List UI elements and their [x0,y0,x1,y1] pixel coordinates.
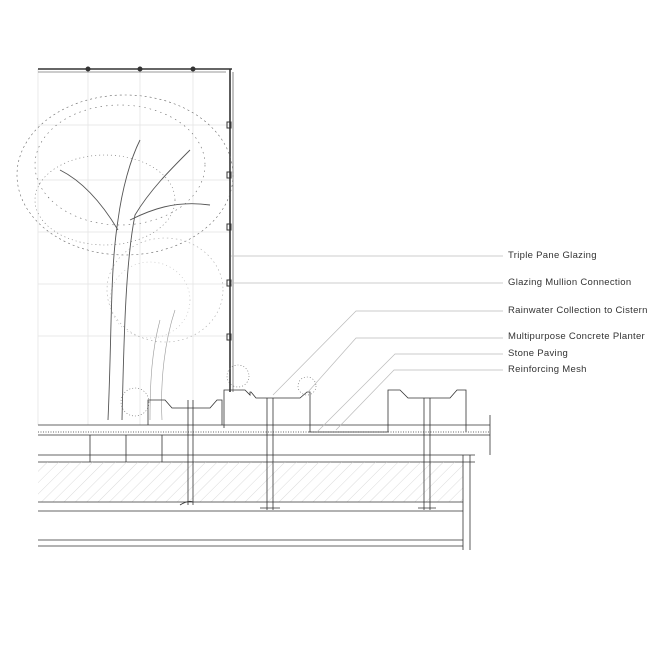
glazing-frame [38,66,234,392]
label-reinforcing-mesh: Reinforcing Mesh [508,364,587,375]
label-glazing-mullion-connection: Glazing Mullion Connection [508,277,632,288]
slab-structure [38,389,491,550]
label-concrete-planter: Multipurpose Concrete Planter [508,331,646,342]
tree-illustration [16,94,317,421]
label-stone-paving: Stone Paving [508,348,569,359]
glazing-grid [37,69,230,425]
leader-lines [231,255,503,433]
label-triple-pane-glazing: Triple Pane Glazing [508,250,597,261]
label-rainwater-collection: Rainwater Collection to Cistern [508,305,648,316]
